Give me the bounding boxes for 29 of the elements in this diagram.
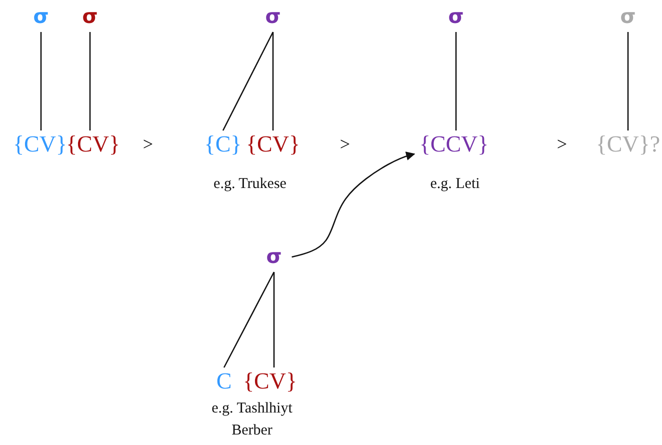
- example-note: e.g. Trukese: [214, 175, 286, 194]
- syllable-symbol: σ: [620, 6, 636, 26]
- syllable-symbol: σ: [266, 246, 282, 266]
- segment-text: {CV}: [66, 132, 120, 156]
- curved-arrow: [292, 152, 416, 258]
- segment-text: {C}: [204, 132, 242, 156]
- segment-text: {CV}: [12, 132, 68, 156]
- syllable-symbol: σ: [265, 6, 281, 26]
- syllable-symbol: σ: [33, 6, 49, 26]
- segment-text: {CV}: [246, 132, 300, 156]
- step-sign: >: [340, 132, 350, 156]
- syllable-symbol: σ: [82, 6, 98, 26]
- association-line: [222, 32, 274, 131]
- association-line: [40, 32, 42, 130]
- association-line: [455, 32, 457, 130]
- segment-text: {CV}?: [596, 132, 660, 156]
- example-note: e.g. Leti: [430, 175, 480, 194]
- association-line: [89, 32, 91, 130]
- association-line: [273, 272, 275, 368]
- association-line: [272, 32, 274, 130]
- example-note: e.g. Tashlhiyt Berber: [210, 399, 294, 440]
- step-sign: >: [556, 132, 568, 156]
- segment-text: {CV}: [242, 370, 298, 392]
- segment-text: {CCV}: [419, 132, 489, 156]
- association-line: [223, 272, 275, 368]
- syllable-symbol: σ: [448, 6, 464, 26]
- segment-text: C: [216, 370, 232, 392]
- step-sign: >: [142, 132, 154, 156]
- association-line: [627, 32, 629, 130]
